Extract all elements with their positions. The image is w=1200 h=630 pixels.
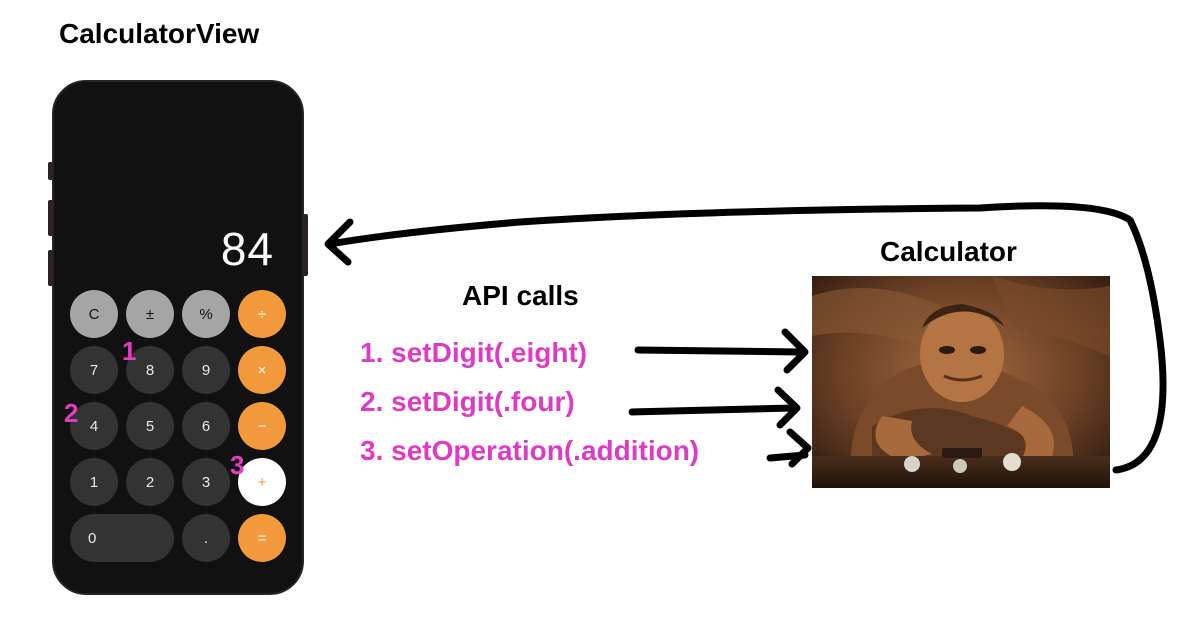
key-2[interactable]: 2 [126, 458, 174, 506]
calculator-title: Calculator [880, 236, 1017, 267]
key-×[interactable]: × [238, 346, 286, 394]
key-9[interactable]: 9 [182, 346, 230, 394]
power-button [303, 214, 308, 276]
mute-switch [48, 162, 53, 180]
key-8[interactable]: 8 [126, 346, 174, 394]
calculator-character-illustration [812, 276, 1110, 488]
key-.[interactable]: . [182, 514, 230, 562]
key-−[interactable]: − [238, 402, 286, 450]
arrow-set-digit-four [628, 404, 797, 416]
key-+[interactable]: + [238, 458, 286, 506]
key-%[interactable]: % [182, 290, 230, 338]
key-±[interactable]: ± [126, 290, 174, 338]
arrow-set-digit-eight [634, 346, 804, 356]
step-marker-2: 2 [64, 398, 79, 428]
key-5[interactable]: 5 [126, 402, 174, 450]
api-call-set-digit-four: 2. setDigit(.four) [360, 386, 575, 417]
key-1[interactable]: 1 [70, 458, 118, 506]
arrowhead-set-digit-four [774, 386, 801, 429]
key-7[interactable]: 7 [70, 346, 118, 394]
volume-up-button [48, 200, 53, 236]
key-C[interactable]: C [70, 290, 118, 338]
api-call-set-operation-addition: 3. setOperation(.addition) [360, 435, 700, 466]
key-4[interactable]: 4 [70, 402, 118, 450]
api-call-set-digit-eight: 1. setDigit(.eight) [360, 337, 588, 368]
arrowhead-calculator-to-view [324, 218, 354, 266]
volume-down-button [48, 250, 53, 286]
arrowhead-set-operation-addition [786, 428, 812, 468]
key-3[interactable]: 3 [182, 458, 230, 506]
step-marker-3: 3 [230, 450, 245, 480]
arrow-calculator-to-view [326, 202, 1167, 474]
api-calls-title: API calls [462, 280, 579, 311]
key-0[interactable]: 0 [70, 514, 174, 562]
key-÷[interactable]: ÷ [238, 290, 286, 338]
step-marker-1: 1 [122, 336, 137, 366]
key-6[interactable]: 6 [182, 402, 230, 450]
calculator-view-title: CalculatorView [59, 18, 260, 49]
calculator-display: 84 [220, 223, 274, 275]
key-=[interactable]: = [238, 514, 286, 562]
arrowhead-set-digit-eight [781, 328, 809, 374]
